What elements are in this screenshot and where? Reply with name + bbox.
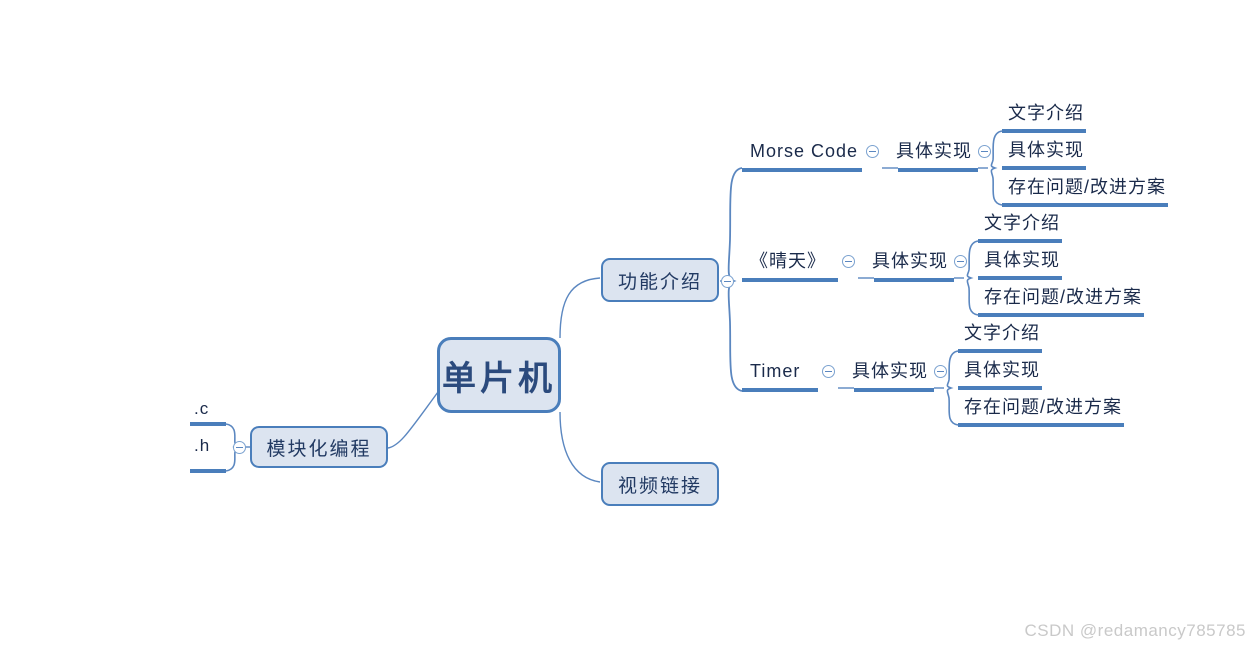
leaf-node-morse-text-intro[interactable]: 文字介绍 [1008,103,1084,123]
sub-branch-morse-code[interactable]: Morse Code [750,141,859,161]
branch-node-function-intro[interactable]: 功能介绍 [601,258,719,302]
sub-branch-sunny-day-implementation[interactable]: 具体实现 [872,251,948,271]
sub-branch-timer-implementation[interactable]: 具体实现 [852,361,928,381]
branch-node-video-link[interactable]: 视频链接 [601,462,719,506]
collapse-toggle-icon-sunny-day[interactable] [842,255,855,268]
collapse-toggle-icon-morse-code-implementation[interactable] [978,145,991,158]
sub-branch-morse-code-implementation[interactable]: 具体实现 [896,141,972,161]
collapse-toggle-icon-morse-code[interactable] [866,145,879,158]
leaf-node-sunny-issues-improvements[interactable]: 存在问题/改进方案 [984,287,1143,307]
branch-node-modular-programming[interactable]: 模块化编程 [250,426,388,468]
leaf-node-sunny-implementation[interactable]: 具体实现 [984,250,1060,270]
leaf-node-morse-implementation[interactable]: 具体实现 [1008,140,1084,160]
leaf-node-dot-h[interactable]: .h [194,436,211,455]
leaf-node-morse-issues-improvements[interactable]: 存在问题/改进方案 [1008,177,1167,197]
collapse-toggle-icon-sunny-day-implementation[interactable] [954,255,967,268]
collapse-toggle-icon-modular-programming[interactable] [233,441,246,454]
sub-branch-sunny-day[interactable]: 《晴天》 [750,251,826,271]
collapse-toggle-icon-timer[interactable] [822,365,835,378]
sub-branch-timer[interactable]: Timer [750,361,801,381]
collapse-toggle-icon-function-intro[interactable] [721,275,734,288]
leaf-node-dot-c[interactable]: .c [194,399,210,418]
leaf-node-timer-implementation[interactable]: 具体实现 [964,360,1040,380]
collapse-toggle-icon-timer-implementation[interactable] [934,365,947,378]
root-node[interactable]: 单片机 [437,337,561,413]
watermark-text: CSDN @redamancy785785 [1024,621,1246,640]
leaf-node-timer-text-intro[interactable]: 文字介绍 [964,323,1040,343]
leaf-node-sunny-text-intro[interactable]: 文字介绍 [984,213,1060,233]
leaf-node-timer-issues-improvements[interactable]: 存在问题/改进方案 [964,397,1123,417]
